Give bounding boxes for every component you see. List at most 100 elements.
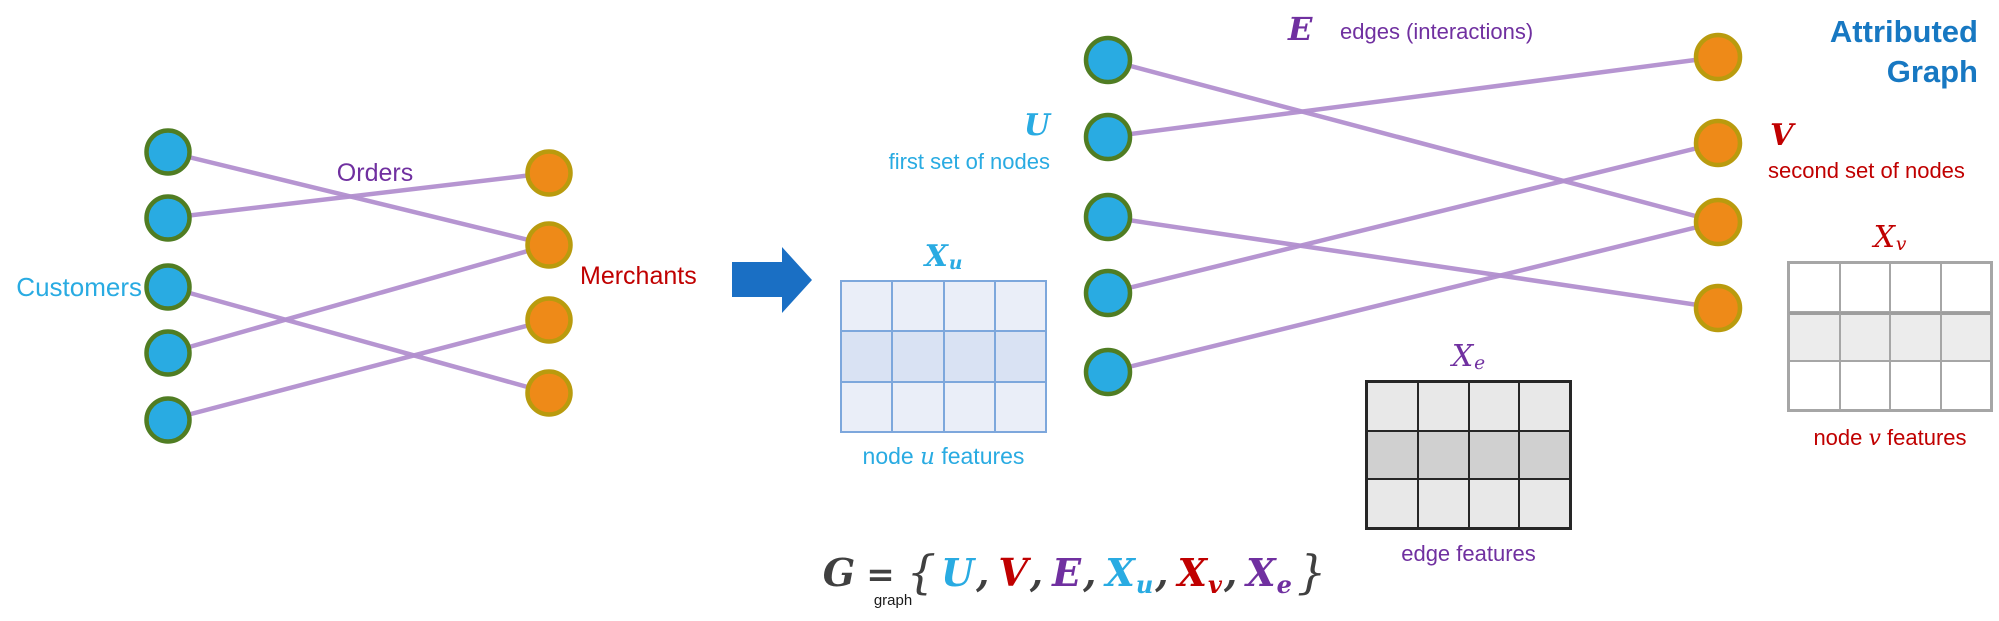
- xu-symbol: X: [924, 239, 948, 274]
- xv-subscript: v: [1895, 234, 1907, 256]
- xu-caption-var: u: [920, 444, 935, 470]
- formula-term: G: [822, 550, 856, 595]
- v-node: [525, 221, 573, 269]
- v-node: [1693, 283, 1743, 333]
- matrix-cell: [1940, 361, 1991, 410]
- formula-term: }: [1296, 545, 1327, 599]
- formula-term: U: [941, 550, 975, 595]
- graph-formula: G={U,V,E,Xu,Xv,Xe}: [823, 543, 1326, 599]
- merchants-label: Merchants: [580, 262, 697, 290]
- u-node: [144, 263, 192, 311]
- xv-matrix: Xv node v features: [1787, 215, 1993, 451]
- matrix-cell: [841, 331, 893, 382]
- edge-line: [167, 242, 550, 356]
- u-node: [144, 128, 192, 176]
- formula-term: ,: [1155, 550, 1169, 595]
- xu-matrix: Xu node u features: [840, 234, 1047, 470]
- matrix-cell: [994, 381, 1046, 432]
- u-node: [1083, 268, 1133, 318]
- matrix-cell: [1519, 430, 1570, 480]
- matrix-cell: [1890, 361, 1941, 410]
- u-node: [144, 396, 192, 444]
- matrix-cell: [1417, 479, 1469, 528]
- edge-line: [1107, 54, 1719, 140]
- formula-term: Xe: [1246, 550, 1292, 599]
- matrix-cell: [1789, 263, 1840, 312]
- matrix-cell: [841, 281, 893, 332]
- matrix-cell: [1468, 430, 1520, 480]
- edge-line: [1107, 140, 1719, 296]
- matrix-cell: [1468, 479, 1520, 528]
- formula-term: Xv: [1177, 550, 1222, 599]
- attributed-graph-title-line1: Attributed: [1829, 14, 1978, 49]
- v-set-caption: second set of nodes: [1768, 158, 1965, 183]
- v-node: [525, 149, 573, 197]
- formula-term: ,: [1083, 550, 1097, 595]
- xv-caption-var: v: [1868, 426, 1881, 451]
- matrix-cell: [1940, 312, 1991, 361]
- formula-term: Xu: [1105, 550, 1154, 599]
- attributed-graph-title: Attributed Graph: [1678, 12, 1978, 92]
- matrix-cell: [1789, 312, 1840, 361]
- v-set-label: V: [1770, 118, 1794, 153]
- matrix-cell: [1789, 361, 1840, 410]
- xv-grid: [1787, 261, 1993, 412]
- matrix-cell: [1417, 430, 1469, 480]
- customers-label: Customers: [16, 272, 142, 302]
- right-graph: [1083, 32, 1743, 397]
- graph-under-label: graph: [873, 592, 913, 609]
- matrix-cell: [892, 331, 944, 382]
- formula-term: {: [906, 545, 937, 599]
- matrix-cell: [994, 281, 1046, 332]
- xe-matrix: Xe edge features: [1365, 334, 1572, 567]
- xe-caption-pre: edge features: [1401, 541, 1536, 566]
- v-node: [1693, 32, 1743, 82]
- matrix-cell: [1839, 361, 1890, 410]
- left-graph: [144, 128, 573, 444]
- xu-grid: [840, 280, 1047, 433]
- xe-subscript: e: [1474, 353, 1486, 375]
- e-set-caption: edges (interactions): [1340, 19, 1534, 44]
- formula-term: =: [866, 555, 895, 595]
- xe-matrix-label: Xe: [1365, 334, 1572, 380]
- xv-symbol: X: [1873, 220, 1895, 255]
- matrix-cell: [1839, 263, 1890, 312]
- formula-term: V: [998, 550, 1028, 595]
- u-node: [1083, 112, 1133, 162]
- matrix-cell: [943, 331, 995, 382]
- matrix-cell: [1367, 430, 1418, 480]
- formula-term: ,: [1029, 550, 1044, 595]
- formula-term: ,: [1223, 550, 1238, 595]
- formula-subscript: v: [1207, 570, 1222, 599]
- matrix-cell: [1519, 382, 1570, 431]
- xe-symbol: X: [1451, 339, 1474, 374]
- u-set-label: U: [1023, 108, 1050, 143]
- xu-caption-pre: node: [862, 443, 921, 469]
- xe-grid: [1365, 380, 1572, 530]
- transform-arrow: [732, 247, 812, 313]
- matrix-cell: [841, 381, 893, 432]
- xv-caption-post: features: [1880, 425, 1967, 450]
- xu-matrix-label: Xu: [840, 234, 1047, 280]
- xu-caption-post: features: [934, 443, 1025, 469]
- v-node: [1693, 118, 1743, 168]
- matrix-cell: [892, 381, 944, 432]
- u-node: [1083, 35, 1133, 85]
- edge-line: [167, 317, 550, 423]
- matrix-cell: [892, 281, 944, 332]
- u-node: [144, 194, 192, 242]
- formula-subscript: e: [1276, 570, 1292, 599]
- matrix-cell: [1417, 382, 1469, 431]
- edge-line: [1107, 214, 1719, 311]
- matrix-cell: [1367, 382, 1418, 431]
- xv-caption-pre: node: [1813, 425, 1869, 450]
- xv-matrix-label: Xv: [1787, 215, 1993, 261]
- matrix-cell: [1890, 263, 1941, 312]
- edge-line: [167, 170, 550, 221]
- xv-caption: node v features: [1787, 425, 1993, 451]
- matrix-cell: [1468, 382, 1520, 431]
- v-node: [1693, 197, 1743, 247]
- u-node: [144, 329, 192, 377]
- u-node: [1083, 192, 1133, 242]
